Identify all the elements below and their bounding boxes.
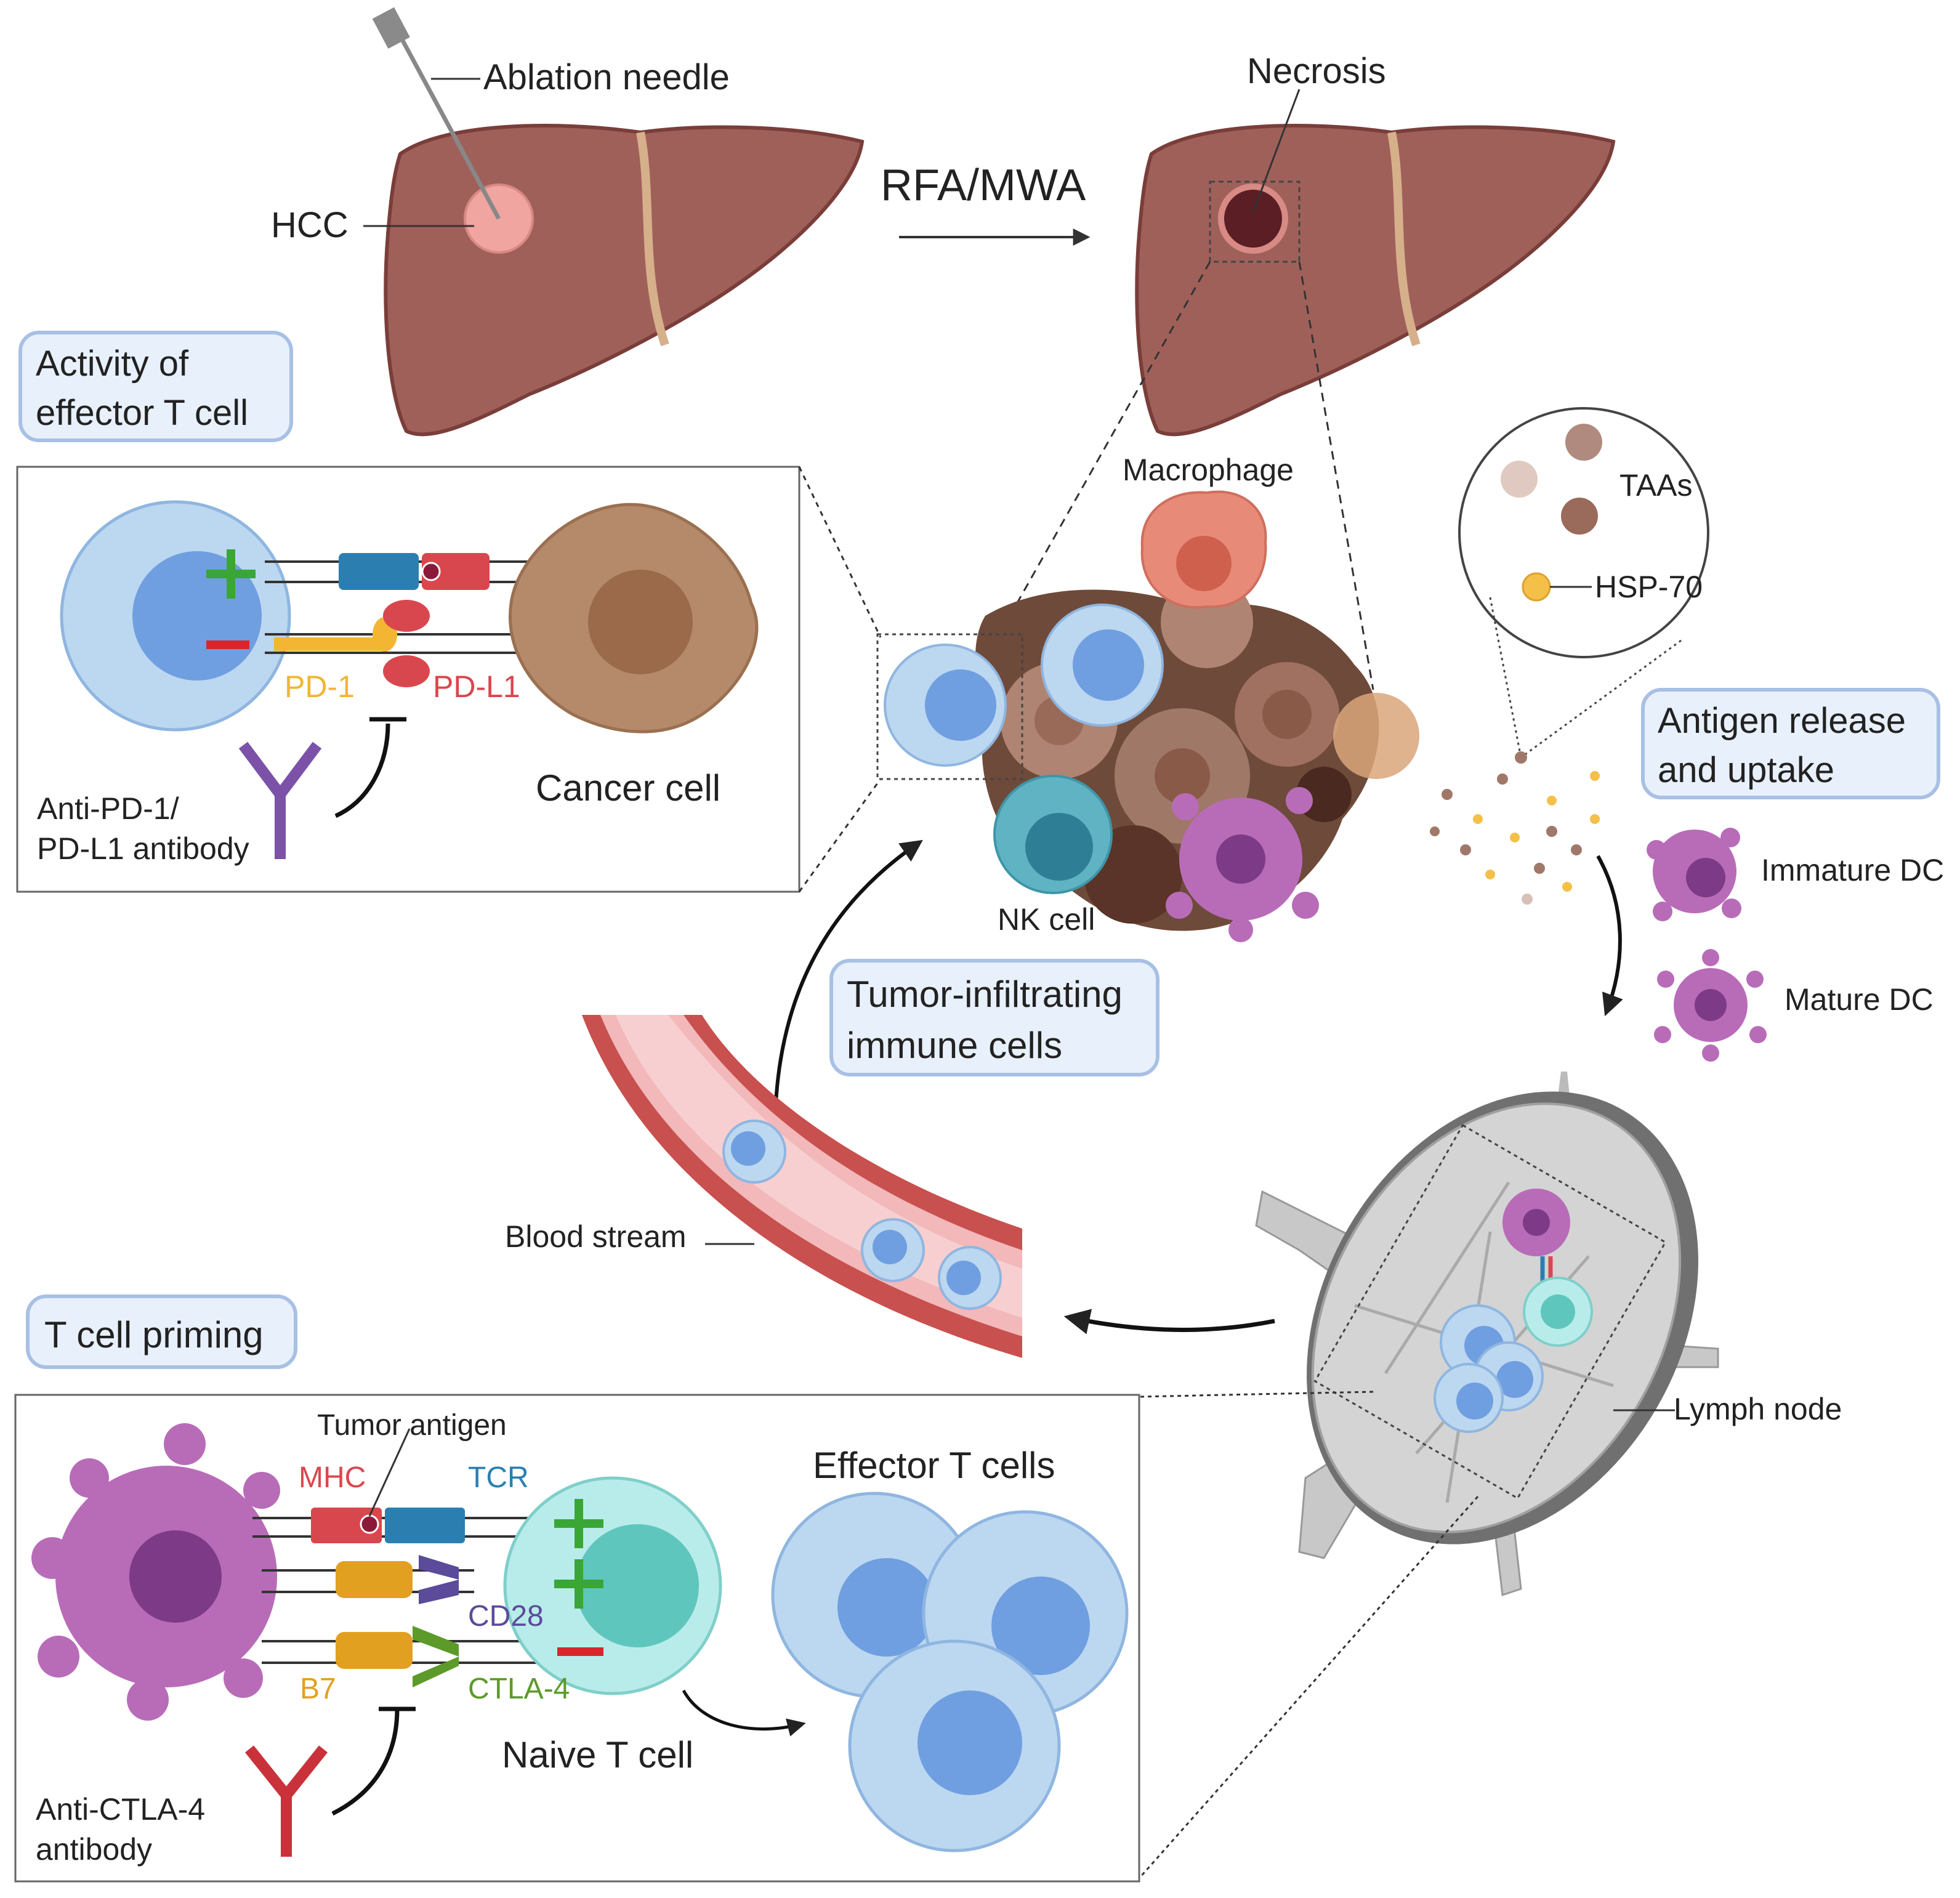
tumor-infiltrating-label-box: Tumor-infiltrating immune cells bbox=[829, 959, 1159, 1076]
svg-text:effector T cell: effector T cell bbox=[36, 393, 248, 433]
ablation-needle-label: Ablation needle bbox=[483, 57, 730, 97]
svg-text:immune cells: immune cells bbox=[847, 1025, 1062, 1066]
ablation-needle bbox=[392, 23, 501, 220]
nk-cell-label: NK cell bbox=[998, 902, 1095, 937]
necrosis-label: Necrosis bbox=[1247, 51, 1386, 91]
b7-label: B7 bbox=[300, 1673, 336, 1705]
tcr-molecule bbox=[385, 1508, 465, 1543]
immature-dc-label: Immature DC bbox=[1761, 853, 1944, 887]
taa-inset bbox=[1458, 407, 1709, 658]
ctla4-label: CTLA-4 bbox=[468, 1673, 570, 1705]
svg-text:and uptake: and uptake bbox=[1658, 750, 1834, 790]
cd28-label: CD28 bbox=[468, 1600, 544, 1633]
rfa-mwa-label: RFA/MWA bbox=[881, 161, 1086, 210]
effector-t-cell-cluster bbox=[771, 1492, 1129, 1852]
minus-sign bbox=[206, 640, 249, 649]
pd1-label: PD-1 bbox=[284, 669, 355, 704]
pdl1-label: PD-L1 bbox=[433, 669, 520, 704]
lymph-node bbox=[1255, 1072, 1719, 1597]
svg-text:Activity of: Activity of bbox=[36, 344, 189, 384]
tumor-antigen-dot bbox=[360, 1514, 379, 1534]
cancer-cell-label: Cancer cell bbox=[536, 767, 720, 809]
mature-dc-icon bbox=[1654, 949, 1767, 1062]
pdl1-ligand bbox=[383, 600, 430, 632]
anti-ctla4-label-2: antibody bbox=[36, 1832, 152, 1867]
t-cell-priming-panel bbox=[14, 1394, 1140, 1883]
b7-molecule-1 bbox=[336, 1561, 413, 1598]
tumor-t-cell-2 bbox=[1041, 604, 1164, 727]
b7-molecule-2 bbox=[336, 1632, 413, 1669]
priming-minus bbox=[557, 1647, 603, 1656]
pd1-receptor bbox=[274, 637, 385, 651]
antigen-particles bbox=[1430, 751, 1600, 905]
tcr-label: TCR bbox=[468, 1461, 529, 1494]
taas-label: TAAs bbox=[1619, 468, 1693, 503]
blood-stream-label: Blood stream bbox=[505, 1219, 687, 1254]
tumor-antigen-label: Tumor antigen bbox=[317, 1409, 507, 1442]
mhc-receptor bbox=[422, 553, 490, 590]
mhc-label: MHC bbox=[299, 1461, 366, 1494]
anti-ctla4-antibody-icon bbox=[244, 1745, 328, 1857]
tcr-receptor bbox=[339, 553, 419, 590]
expansion-arrow bbox=[682, 1689, 806, 1737]
tumor-dendritic-cell bbox=[1166, 787, 1319, 942]
infiltration-arrow bbox=[774, 839, 923, 1103]
immature-dc-icon bbox=[1647, 828, 1741, 921]
t-cell-zoom-box bbox=[876, 633, 1023, 780]
hcc-label: HCC bbox=[271, 205, 349, 245]
necrotic-cell bbox=[1333, 693, 1419, 779]
uptake-arrow bbox=[1596, 855, 1623, 1017]
cd28-molecule bbox=[419, 1555, 459, 1604]
antigen-label-box: Antigen release and uptake bbox=[1641, 688, 1940, 799]
necrosis-zoom-box bbox=[1209, 180, 1301, 263]
svg-text:Tumor-infiltrating: Tumor-infiltrating bbox=[847, 974, 1123, 1015]
anti-pd1-label-2: PD-L1 antibody bbox=[37, 831, 249, 866]
liver-after bbox=[1135, 89, 1616, 437]
mature-dc-label: Mature DC bbox=[1785, 982, 1934, 1017]
activity-label-box: Activity of effector T cell bbox=[18, 331, 293, 442]
lymph-node-label: Lymph node bbox=[1674, 1392, 1842, 1426]
svg-text:Antigen release: Antigen release bbox=[1658, 701, 1906, 741]
circulation-arrow bbox=[1063, 1309, 1275, 1335]
nk-cell bbox=[993, 775, 1113, 894]
svg-text:T cell priming: T cell priming bbox=[44, 1314, 264, 1355]
blood-vessel bbox=[582, 1015, 1022, 1358]
liver-before bbox=[363, 7, 865, 437]
tumor-t-cell-1 bbox=[884, 644, 1007, 767]
hsp70-icon bbox=[1522, 572, 1551, 602]
naive-t-cell-label: Naive T cell bbox=[502, 1734, 693, 1775]
effector-t-cells-label: Effector T cells bbox=[813, 1445, 1055, 1486]
macrophage-cell bbox=[1140, 490, 1267, 609]
ctla4-molecule bbox=[413, 1626, 459, 1687]
anti-pd1-antibody-icon bbox=[238, 741, 322, 859]
lymph-zoom-box bbox=[1313, 1124, 1667, 1500]
priming-dendritic-cell bbox=[31, 1423, 280, 1721]
effector-activity-panel bbox=[16, 466, 801, 893]
necrosis-zone bbox=[1218, 184, 1288, 254]
anti-pd1-label-1: Anti-PD-1/ bbox=[37, 791, 179, 826]
hsp70-label: HSP-70 bbox=[1595, 570, 1703, 604]
macrophage-label: Macrophage bbox=[1123, 453, 1294, 487]
anti-ctla4-label-1: Anti-CTLA-4 bbox=[36, 1792, 205, 1827]
priming-label-box: T cell priming bbox=[26, 1294, 297, 1369]
